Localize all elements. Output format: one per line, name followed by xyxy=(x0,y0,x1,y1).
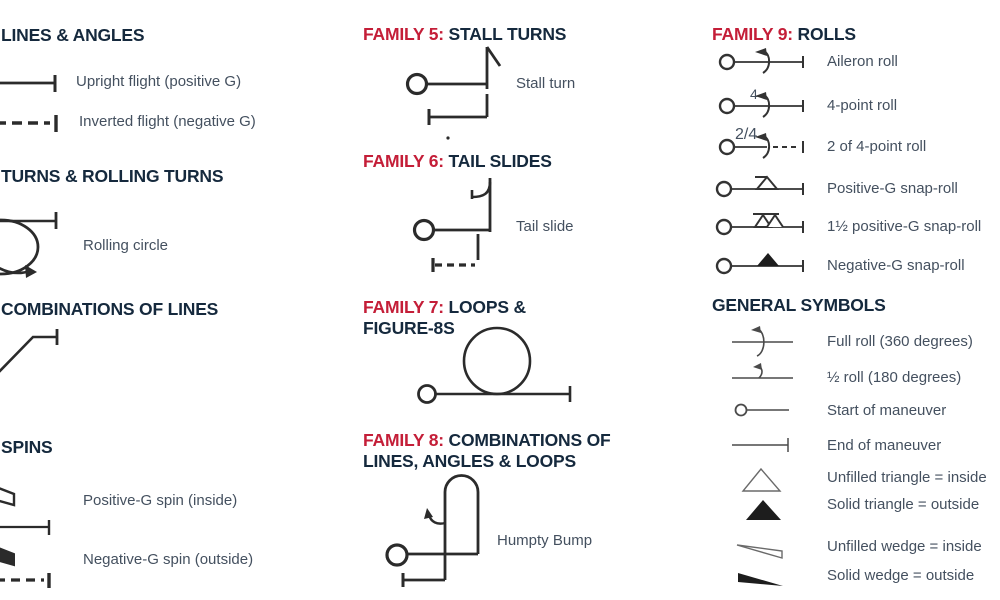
solid-wedge-symbol-icon xyxy=(738,573,783,586)
legend-label: Positive-G snap-roll xyxy=(827,180,958,197)
family7-heading: FAMILY 7: LOOPS & FIGURE-8S xyxy=(363,297,573,339)
aileron-roll-symbol-icon xyxy=(718,48,804,74)
positive-g-snap-roll-symbol-icon xyxy=(715,175,804,198)
section-title-spins: SPINS xyxy=(1,437,53,457)
tail-slide-symbol-icon xyxy=(412,178,492,272)
positive-g-spin-symbol-icon xyxy=(0,487,51,535)
family7-title: LOOPS & FIGURE-8S xyxy=(363,297,526,338)
legend-label: Positive-G spin (inside) xyxy=(83,492,238,509)
family8-prefix: FAMILY 8: xyxy=(363,430,449,450)
family7-prefix: FAMILY 7: xyxy=(363,297,449,317)
rolling-circle-symbol-icon xyxy=(0,212,58,278)
legend-label: Solid triangle = outside xyxy=(827,496,980,513)
family5-heading: FAMILY 5: STALL TURNS xyxy=(363,24,566,45)
legend-label: Rolling circle xyxy=(83,237,169,254)
stall-turn-symbol-icon xyxy=(405,46,502,140)
legend-label: Unfilled wedge = inside xyxy=(827,538,982,555)
section-title-lines-angles: LINES & ANGLES xyxy=(1,25,145,45)
legend-label: Stall turn xyxy=(516,75,576,92)
legend-label: Negative-G spin (outside) xyxy=(83,551,254,568)
family6-title: TAIL SLIDES xyxy=(448,151,552,171)
legend-label: Inverted flight (negative G) xyxy=(79,113,256,130)
section-title-turns: TURNS & ROLLING TURNS xyxy=(1,166,224,186)
legend-label: Tail slide xyxy=(516,218,574,235)
family6-prefix: FAMILY 6: xyxy=(363,151,449,171)
humpty-bump-symbol-icon xyxy=(385,474,480,587)
solid-triangle-symbol-icon xyxy=(746,500,781,520)
loop-symbol-icon xyxy=(417,326,572,404)
family6-heading: FAMILY 6: TAIL SLIDES xyxy=(363,151,552,172)
legend-label: Unfilled triangle = inside xyxy=(827,469,987,486)
legend-label: ½ roll (180 degrees) xyxy=(827,369,962,386)
legend-label: 1½ positive-G snap-roll xyxy=(827,218,982,235)
legend-label: Solid wedge = outside xyxy=(827,567,975,584)
roll-count-superscript: 4 xyxy=(750,86,758,102)
family8-title: COMBINATIONS OF LINES, ANGLES & LOOPS xyxy=(363,430,611,471)
family9-prefix: FAMILY 9: xyxy=(712,24,798,44)
half-roll-symbol-icon xyxy=(732,363,793,379)
negative-g-snap-roll-symbol-icon xyxy=(715,253,804,275)
four-point-roll-symbol-icon xyxy=(718,92,804,118)
legend-label: Upright flight (positive G) xyxy=(76,73,242,90)
family5-title: STALL TURNS xyxy=(448,24,567,44)
unfilled-wedge-symbol-icon xyxy=(736,544,783,559)
start-of-maneuver-symbol-icon xyxy=(734,403,789,417)
family8-heading: FAMILY 8: COMBINATIONS OF LINES, ANGLES … xyxy=(363,430,633,472)
unfilled-triangle-symbol-icon xyxy=(741,467,782,492)
legend-label: Humpty Bump xyxy=(497,532,593,549)
legend-label: 2 of 4-point roll xyxy=(827,138,927,155)
legend-label: Aileron roll xyxy=(827,53,898,70)
family9-title: ROLLS xyxy=(797,24,857,44)
one-and-half-positive-g-snap-roll-symbol-icon xyxy=(715,213,804,236)
family5-prefix: FAMILY 5: xyxy=(363,24,449,44)
upright-flight-symbol-icon xyxy=(0,75,57,92)
legend-label: End of maneuver xyxy=(827,437,942,454)
legend-label: Start of maneuver xyxy=(827,402,947,419)
end-of-maneuver-symbol-icon xyxy=(732,438,789,452)
two-of-four-point-roll-symbol-icon xyxy=(718,133,804,159)
inverted-flight-symbol-icon xyxy=(0,115,58,132)
combination-of-lines-symbol-icon xyxy=(0,329,59,373)
general-symbols-heading: GENERAL SYMBOLS xyxy=(712,295,886,315)
section-title-combinations: COMBINATIONS OF LINES xyxy=(1,299,219,319)
full-roll-symbol-icon xyxy=(732,326,793,357)
legend-label: 4-point roll xyxy=(827,97,898,114)
roll-count-superscript: 2/4 xyxy=(735,126,758,143)
family9-heading: FAMILY 9: ROLLS xyxy=(712,24,856,45)
legend-label: Full roll (360 degrees) xyxy=(827,333,973,350)
legend-label: Negative-G snap-roll xyxy=(827,257,965,274)
negative-g-spin-symbol-icon xyxy=(0,547,51,588)
